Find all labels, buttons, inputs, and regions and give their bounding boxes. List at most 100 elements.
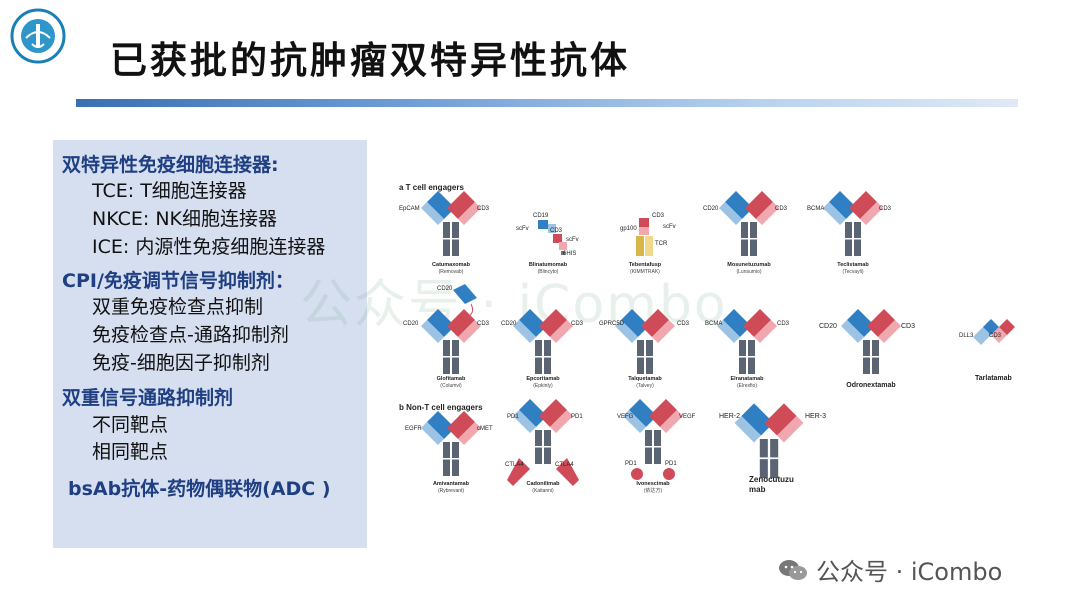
target-label: HER-3 <box>805 413 826 420</box>
item-same-targets: 相同靶点 <box>92 441 169 463</box>
linker <box>468 303 474 317</box>
target-label: EpCAM <box>399 206 420 212</box>
antibody-epcoritamab <box>513 309 573 374</box>
target-label: CD3 <box>477 206 490 212</box>
slide-title: 已获批的抗肿瘤双特异性抗体 <box>110 39 630 82</box>
antibody-glofitamab <box>421 309 481 374</box>
antibody-name: Tarlatamab <box>975 375 1012 382</box>
target-label: gp100 <box>620 226 637 232</box>
target-label: PD1 <box>625 461 637 467</box>
antibody-blinatumomab <box>538 220 567 255</box>
target-label: CD20 <box>819 323 837 330</box>
target-label: CD3 <box>901 323 915 330</box>
antibody-brand: (Talvey) <box>636 383 654 389</box>
heading-immune-engagers: 双特异性免疫细胞连接器: <box>62 154 279 176</box>
target-label: PD1 <box>571 414 583 420</box>
antibody-brand: (Lunsumio) <box>736 269 761 275</box>
target-label: CD20 <box>437 286 453 292</box>
antibody-name: Ivonescimab <box>636 481 670 487</box>
item-ice: ICE: 内源性免疫细胞连接器 <box>92 236 326 258</box>
category-panel <box>53 140 367 548</box>
target-label: VEGF <box>679 414 696 420</box>
heading-cpi: CPI/免疫调节信号抑制剂： <box>62 270 294 292</box>
target-label: EGFR <box>405 426 422 432</box>
target-label: CD20 <box>501 321 517 327</box>
antibody-name: Cadonilimab <box>526 481 560 487</box>
antibody-teclistamab <box>823 191 883 256</box>
item-dual-checkpoint: 双重免疫检查点抑制 <box>92 296 264 318</box>
item-immune-cytokine: 免疫-细胞因子抑制剂 <box>92 352 270 374</box>
antibody-zenocutuzumab <box>734 403 804 479</box>
target-label: CD3 <box>550 228 563 234</box>
antibody-name: Mosunetuzumab <box>727 262 771 268</box>
antibody-name-suffix: mab <box>749 485 766 494</box>
target-label: PD1 <box>665 461 677 467</box>
target-label: CD3 <box>775 206 788 212</box>
title-underline <box>76 99 1018 107</box>
antibody-cadonilimab <box>507 399 579 486</box>
target-label: CTLA4 <box>505 462 524 468</box>
section-a-label: a T cell engagers <box>399 183 464 192</box>
target-label: GPRC5D <box>599 321 625 327</box>
target-label: CD3 <box>571 321 584 327</box>
antibody-name: Elranatamab <box>730 376 764 382</box>
antibody-tebentafusp <box>636 218 653 256</box>
target-label: BCMA <box>807 206 824 212</box>
heading-bsab-adc: bsAb抗体-药物偶联物(ADC ) <box>68 478 331 500</box>
antibody-talquetamab <box>615 309 675 374</box>
extra-fab <box>453 284 477 304</box>
item-nkce: NKCE: NK细胞连接器 <box>92 208 278 230</box>
antibody-mosunetuzumab <box>719 191 779 256</box>
antibody-name: Talquetamab <box>628 376 662 382</box>
construct-label: scFv <box>516 226 529 232</box>
antibody-ivonescimab <box>623 399 683 480</box>
heading-dual-signal: 双重信号通路抑制剂 <box>62 387 234 409</box>
antibody-name: Epcoritamab <box>526 376 560 382</box>
antibody-name: Odronextamab <box>846 382 895 389</box>
bispecific-antibody-figure: a T cell engagers EpCAM CD3 Catumaxomab … <box>399 183 1015 494</box>
antibody-amivantamab <box>421 411 481 476</box>
watermark-bottom-right: 公众号 · iCombo <box>778 552 1002 587</box>
antibody-brand: (KIMMTRAK) <box>630 269 660 275</box>
antibody-brand: (Removab) <box>439 269 464 275</box>
antibody-name: Glofitamab <box>437 376 466 382</box>
target-label: BCMA <box>705 321 722 327</box>
target-label: CD3 <box>777 321 790 327</box>
antibody-name: Amivantamab <box>433 481 470 487</box>
item-different-targets: 不同靶点 <box>92 414 169 436</box>
antibody-brand: (Epkinly) <box>533 383 553 389</box>
target-label: DLL3 <box>959 333 974 339</box>
antibody-brand: (依达方) <box>644 487 663 494</box>
target-label: VEFG <box>617 414 634 420</box>
construct-label: TCR <box>655 241 668 247</box>
target-label: CD19 <box>533 213 549 219</box>
antibody-catumaxomab <box>421 191 481 256</box>
antibody-brand: (Rybrevant) <box>438 488 464 494</box>
antibody-name: Zenocutuzu <box>749 475 794 484</box>
target-label: CD3 <box>677 321 690 327</box>
antibody-brand: (Kaitanni) <box>532 488 554 494</box>
society-logo <box>10 8 66 64</box>
antibody-name: Teclistamab <box>837 262 869 268</box>
target-label: HER-2 <box>719 413 740 420</box>
construct-label: scFv <box>566 237 579 243</box>
construct-label: 6HIS <box>563 251 576 257</box>
antibody-name: Blinatumomab <box>529 262 568 268</box>
antibody-name: Catumaxomab <box>432 262 471 268</box>
antibody-brand: (Elrexfio) <box>737 383 757 389</box>
construct-label: scFv <box>663 224 676 230</box>
antibody-odronextamab <box>841 309 901 374</box>
target-label: cMET <box>477 426 493 432</box>
target-label: PD1 <box>507 414 519 420</box>
target-label: CD20 <box>703 206 719 212</box>
antibody-brand: (Columvi) <box>440 383 462 389</box>
target-label: CD20 <box>403 321 419 327</box>
target-label: CD3 <box>477 321 490 327</box>
watermark-text: 公众号 · iCombo <box>816 558 1003 586</box>
item-tce: TCE: T细胞连接器 <box>92 180 247 202</box>
target-label: CTLA4 <box>555 462 574 468</box>
item-checkpoint-pathway: 免疫检查点-通路抑制剂 <box>92 324 289 346</box>
antibody-brand: (Tecvayli) <box>842 269 863 275</box>
target-label: CD3 <box>652 213 665 219</box>
section-b-label: b Non-T cell engagers <box>399 403 483 412</box>
